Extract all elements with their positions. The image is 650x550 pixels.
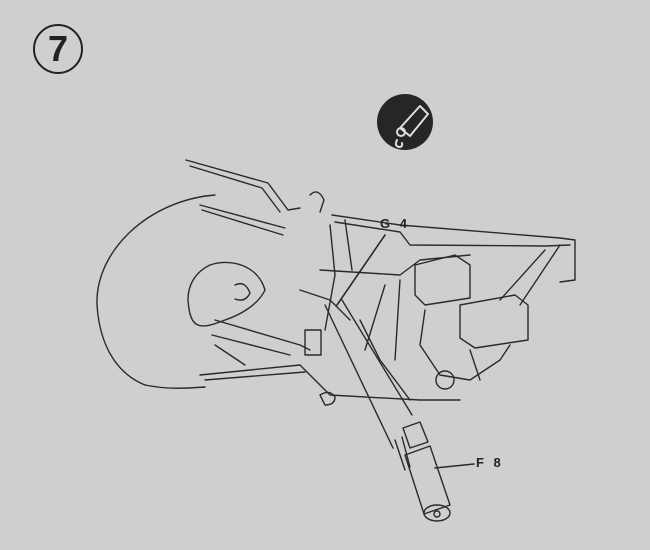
- engine: [359, 254, 529, 401]
- callout-f8: F 8: [476, 455, 504, 470]
- fairing-outline: [96, 194, 216, 389]
- callout-g4: G 4: [380, 216, 410, 231]
- shock-absorber-part: [394, 421, 451, 522]
- handlebars: [185, 159, 325, 236]
- rear-wheel-hub: [187, 261, 266, 327]
- step-number: 7: [33, 24, 83, 74]
- hoist-icon: [377, 94, 433, 150]
- swingarm: [199, 319, 461, 406]
- leader-lines: [324, 234, 475, 469]
